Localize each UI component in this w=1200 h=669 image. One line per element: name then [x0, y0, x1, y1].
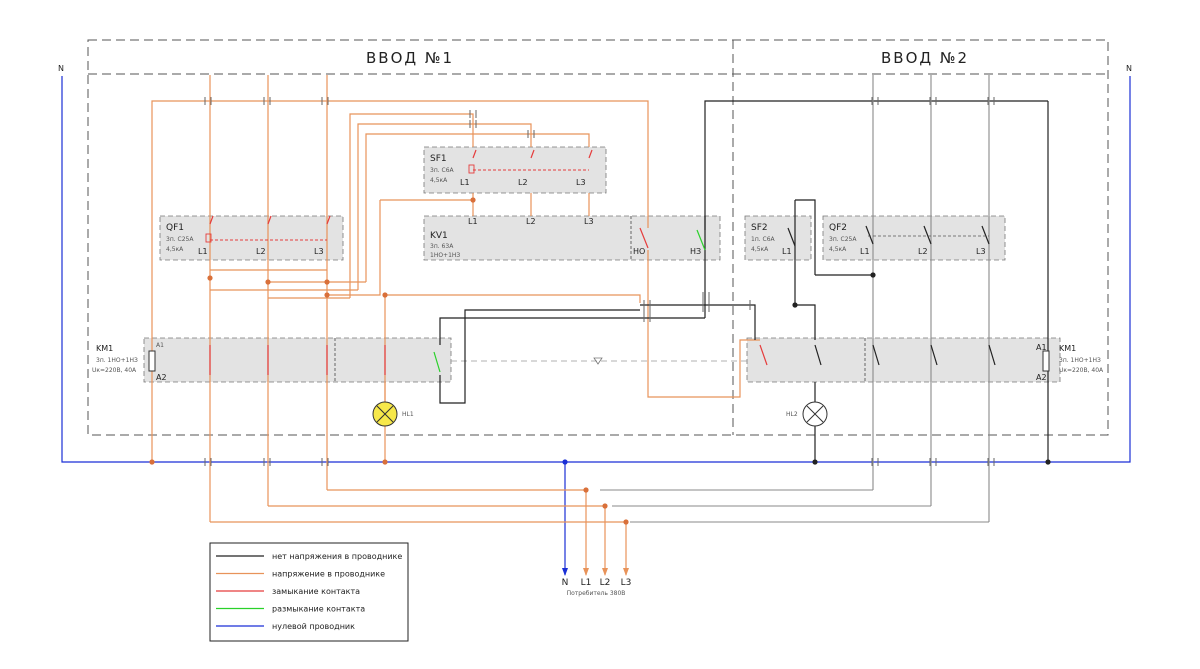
kv1-nc: НЗ — [690, 247, 701, 256]
sf1-feed-l1 — [349, 113, 474, 298]
kv1-box — [423, 215, 721, 261]
hl1-label: HL1 — [402, 411, 414, 418]
hl2-lamp — [802, 401, 828, 427]
qf2-box — [822, 215, 1006, 261]
consumer-n: N — [562, 578, 569, 588]
input2-title: ВВОД №2 — [881, 49, 969, 67]
km1-right-box — [746, 337, 1061, 383]
km1-right-a1: A1 — [1036, 343, 1047, 352]
control-link-1 — [640, 304, 756, 340]
km1-left-a2: A2 — [156, 373, 167, 382]
kv1-l2: L2 — [526, 217, 536, 226]
sf1-l3: L3 — [576, 178, 586, 187]
sf2-breaking: 4,5кА — [751, 246, 769, 253]
sf1-feed-l3 — [365, 133, 590, 282]
km1-left-box — [143, 337, 452, 383]
sf2-switch — [787, 227, 796, 247]
qf1-l1: L1 — [198, 247, 208, 256]
km1-right-name: KM1 — [1059, 344, 1076, 353]
consumer-l1: L1 — [581, 578, 592, 588]
input1-title: ВВОД №1 — [366, 49, 454, 67]
legend-items: нет напряжения в проводнике напряжение в … — [216, 552, 402, 631]
sf1-name: SF1 — [430, 154, 447, 164]
qf2-rating: 3п. C25А — [829, 236, 857, 243]
kv1-rating: 3п. 63А — [430, 243, 454, 250]
control-feed — [385, 294, 641, 303]
legend-label: нет напряжения в проводнике — [272, 552, 402, 561]
km1-left-rating: Uк=220В, 40А — [92, 367, 137, 374]
sf1-rating: 3п. C6А — [430, 167, 455, 174]
neutral-left-label: N — [58, 64, 64, 73]
interlock-marker — [593, 357, 603, 365]
qf1-breaking: 4,5кА — [166, 246, 184, 253]
legend-label: напряжение в проводнике — [272, 570, 385, 579]
legend-label: замыкание контакта — [272, 587, 360, 596]
neutral-right-label: N — [1126, 64, 1132, 73]
sf2-name: SF2 — [751, 223, 768, 233]
sf1-return — [327, 200, 381, 296]
sf1-breaking: 4,5кА — [430, 177, 448, 184]
sf2-rating: 1п. C6А — [751, 236, 776, 243]
consumer-l3: L3 — [621, 578, 632, 588]
input1-top-bus — [151, 100, 649, 462]
km1-right-rating: Uк=220В, 40А — [1059, 367, 1104, 374]
km1-left-coil: 3п. 1НО+1НЗ — [96, 357, 138, 364]
qf2-switches — [865, 225, 990, 245]
hl1-lamp — [372, 382, 398, 427]
kv1-l3: L3 — [584, 217, 594, 226]
qf2-name: QF2 — [829, 223, 847, 233]
bus-contacts — [204, 97, 995, 466]
sf2-box — [744, 215, 812, 261]
hl2-label: HL2 — [786, 411, 798, 418]
km1-right-a2: A2 — [1036, 373, 1047, 382]
consumer-arrows — [562, 568, 629, 576]
kv1-switches — [639, 216, 706, 251]
kv1-no: НО — [633, 247, 645, 256]
sf1-feed-l2 — [357, 123, 532, 290]
sf1-l2: L2 — [518, 178, 528, 187]
qf2-l3: L3 — [976, 247, 986, 256]
qf1-l3: L3 — [314, 247, 324, 256]
sf2-l1: L1 — [782, 247, 792, 256]
km1-left-a1: A1 — [156, 342, 164, 349]
sf1-l1: L1 — [460, 178, 470, 187]
km1-right-contacts — [759, 344, 1050, 372]
junction-dots — [149, 197, 1051, 525]
sf1-switches — [468, 149, 593, 174]
neutral-bus — [61, 76, 1131, 463]
km1-right-coil: 3п. 1НО+1НЗ — [1059, 357, 1101, 364]
kv1-no-return — [647, 250, 760, 398]
qf2-l1: L1 — [860, 247, 870, 256]
kv1-contacts: 1НО+1НЗ — [430, 252, 460, 259]
km1-left-aux-feed — [439, 317, 640, 345]
qf1-l2: L2 — [256, 247, 266, 256]
outer-frame — [87, 39, 1109, 436]
legend-box — [209, 542, 409, 642]
kv1-l1: L1 — [468, 217, 478, 226]
sf2-to-km1 — [795, 304, 816, 340]
legend-label: размыкание контакта — [272, 605, 365, 614]
qf1-box — [159, 215, 344, 261]
sf2-top — [795, 199, 816, 275]
kv1-name: KV1 — [430, 231, 448, 241]
qf1-name: QF1 — [166, 223, 184, 233]
km1-left-aux-return — [439, 309, 640, 404]
legend-label: нулевой проводник — [272, 622, 355, 631]
consumer-l2: L2 — [600, 578, 611, 588]
consumer-label: Потребитель 380В — [567, 590, 626, 597]
qf2-l2: L2 — [918, 247, 928, 256]
qf2-breaking: 4,5кА — [829, 246, 847, 253]
input2-control-top — [704, 100, 1048, 318]
qf1-rating: 3п. C25А — [166, 236, 194, 243]
qf1-switches — [205, 215, 331, 243]
km1-left-name: KM1 — [96, 344, 113, 353]
sf1-out-l1 — [380, 199, 474, 216]
km1-left-contacts — [148, 345, 441, 375]
